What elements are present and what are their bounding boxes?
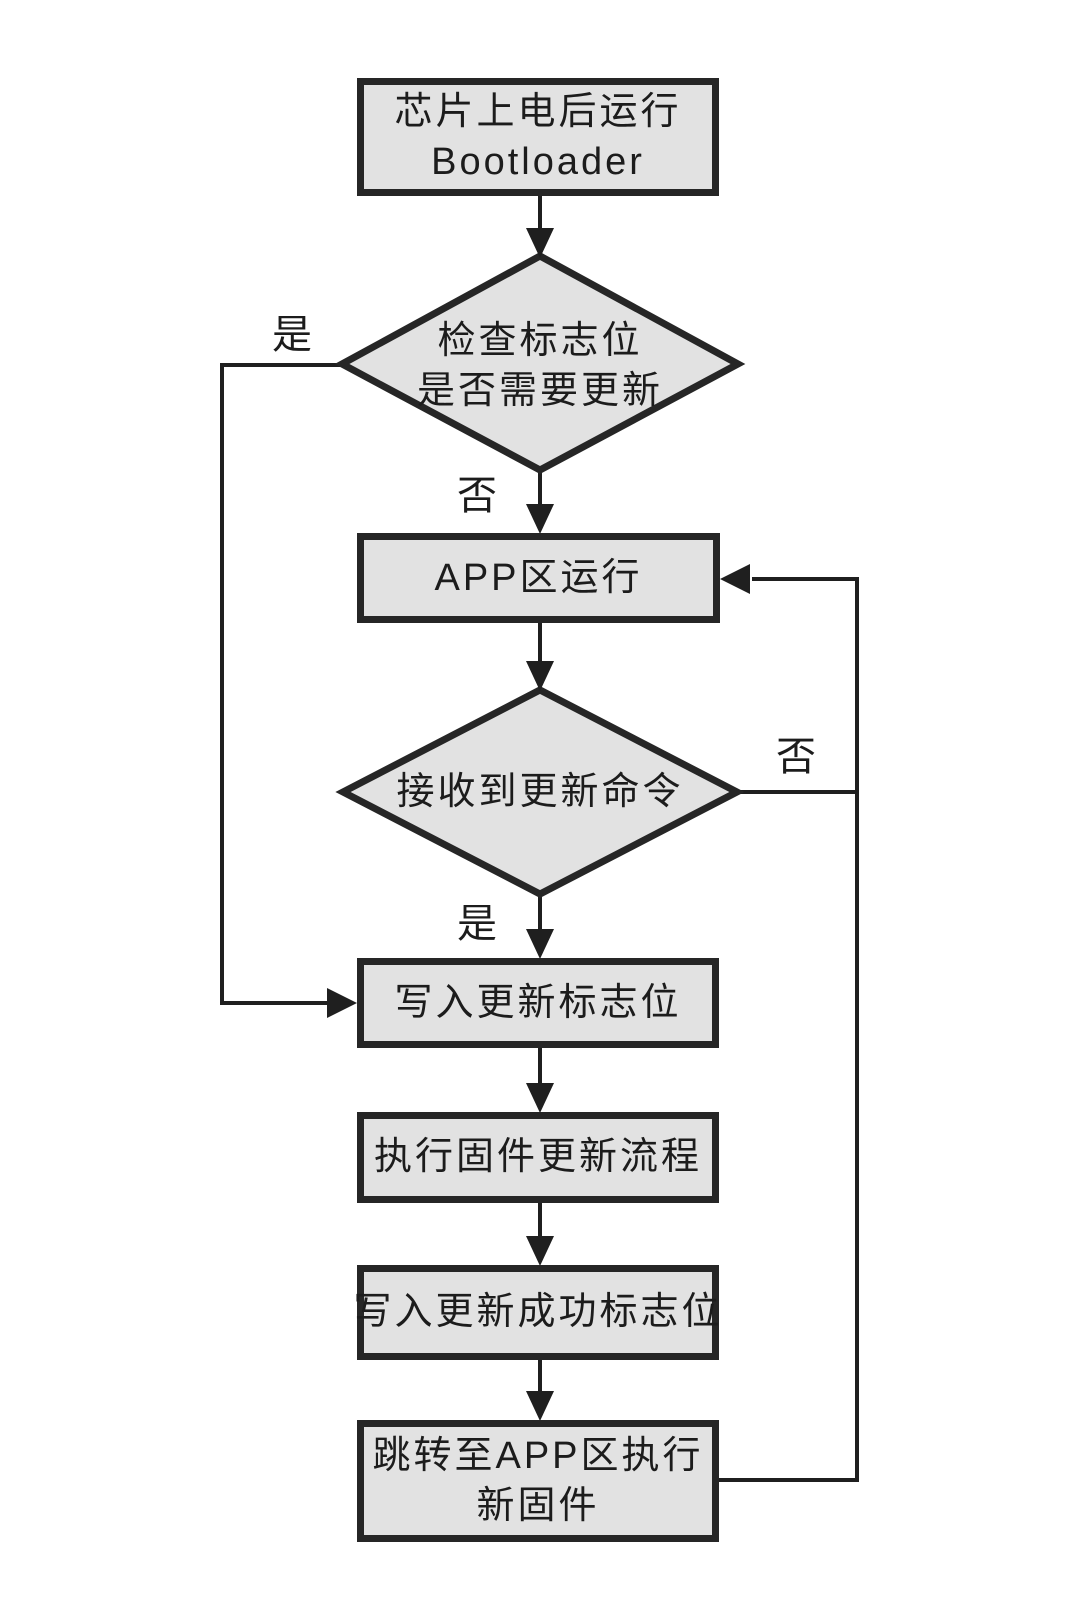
arrowhead-start-to-check [526, 228, 554, 258]
check-flag-line2: 是否需要更新 [416, 370, 664, 412]
edge-check-yes-loop [220, 363, 340, 1005]
execute-update-label: 执行固件更新流程 [373, 1136, 702, 1179]
write-update-flag-label: 写入更新标志位 [394, 981, 682, 1024]
write-update-flag-box: 写入更新标志位 [357, 958, 719, 1048]
jump-to-app-box: 跳转至APP区执行 新固件 [357, 1420, 719, 1542]
jump-to-app-line2: 新固件 [476, 1485, 600, 1527]
label-check-yes: 是 [272, 313, 312, 357]
start-box-line1: 芯片上电后运行 [394, 90, 682, 133]
label-receive-no: 否 [776, 735, 816, 779]
arrowhead-receive-to-writeflag [526, 929, 554, 959]
start-box: 芯片上电后运行 Bootloader [357, 78, 719, 196]
write-success-flag-label: 写入更新成功标志位 [353, 1291, 723, 1334]
jump-to-app-line1: 跳转至APP区执行 [372, 1434, 704, 1477]
arrowhead-loop-into-app [720, 564, 750, 594]
receive-update-decision-shape [335, 686, 745, 898]
app-run-box: APP区运行 [357, 533, 720, 623]
arrowhead-check-to-app [526, 504, 554, 534]
write-success-flag-box: 写入更新成功标志位 [354, 1265, 720, 1360]
arrowhead-app-to-receive [526, 661, 554, 691]
start-box-line2: Bootloader [431, 141, 645, 183]
arrowhead-writeflag-to-execute [526, 1083, 554, 1113]
execute-update-box: 执行固件更新流程 [357, 1112, 719, 1203]
label-check-no: 否 [457, 474, 497, 518]
arrowhead-yes-loop-into-writeflag [327, 988, 357, 1018]
arrowhead-execute-to-success [526, 1236, 554, 1266]
check-flag-line1: 检查标志位 [437, 319, 643, 362]
check-flag-decision-text: 检查标志位 是否需要更新 [417, 316, 663, 416]
edge-loop-back-to-app [718, 577, 859, 1482]
receive-update-label: 接收到更新命令 [396, 770, 684, 813]
check-flag-decision-shape [334, 252, 746, 474]
label-receive-yes: 是 [457, 902, 497, 946]
app-run-label: APP区运行 [434, 556, 643, 599]
arrowhead-success-to-jump [526, 1391, 554, 1421]
receive-update-decision-text: 接收到更新命令 [396, 767, 683, 817]
